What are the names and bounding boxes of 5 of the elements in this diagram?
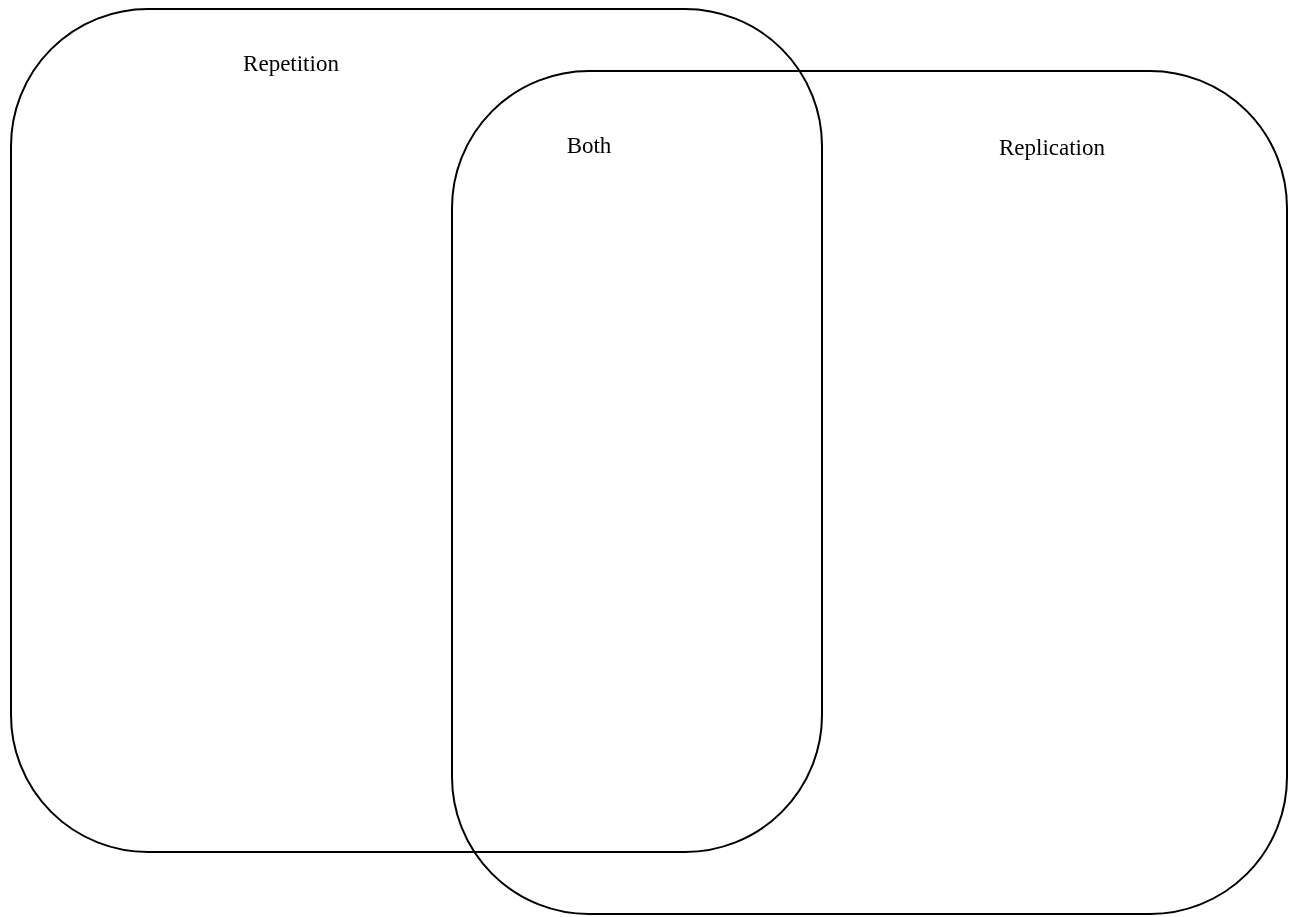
rounded-region <box>10 8 823 853</box>
region-title: Replication <box>999 135 1105 161</box>
region-title: Repetition <box>243 51 339 77</box>
overlap-label: Both <box>566 133 612 159</box>
rounded-region <box>451 70 1288 915</box>
